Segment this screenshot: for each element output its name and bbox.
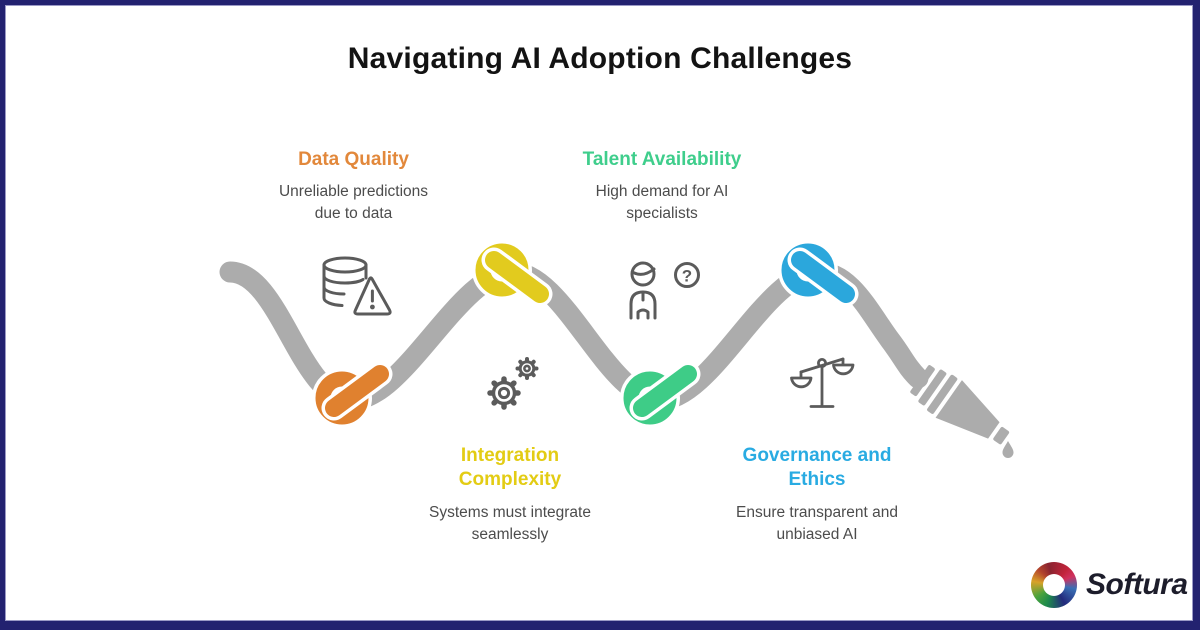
softura-swirl-icon <box>1031 562 1077 608</box>
softura-logo: Softura <box>1031 562 1188 608</box>
challenge-description: Ensure transparent and unbiased AI <box>736 503 898 543</box>
challenge-label: Talent Availability <box>582 149 742 170</box>
challenge-label: Data Quality <box>298 149 409 170</box>
person-question-icon: ? <box>629 261 700 320</box>
hose-nozzle-icon <box>910 365 1010 445</box>
talent-availability-knot <box>620 361 701 428</box>
page-title: Navigating AI Adoption Challenges <box>347 42 853 75</box>
challenge-description: High demand for AI specialists <box>595 183 729 223</box>
challenge-governance-ethics: Governance and Ethics Ensure transparent… <box>727 444 907 546</box>
scales-icon <box>790 357 855 408</box>
droplet-icon <box>1002 441 1014 458</box>
challenge-data-quality: Data Quality Unreliable predictions due … <box>266 148 441 225</box>
svg-text:?: ? <box>682 267 692 286</box>
challenge-description: Unreliable predictions due to data <box>278 183 429 223</box>
database-warning-icon <box>322 256 392 316</box>
gears-icon <box>487 357 539 410</box>
challenge-label: Governance and Ethics <box>742 445 892 491</box>
challenge-integration-complexity: Integration Complexity Systems must inte… <box>420 444 600 546</box>
integration-complexity-knot <box>472 240 553 307</box>
challenge-description: Systems must integrate seamlessly <box>429 503 591 543</box>
challenge-talent-availability: Talent Availability High demand for AI s… <box>567 148 757 225</box>
softura-wordmark: Softura <box>1086 568 1188 601</box>
governance-ethics-knot <box>778 240 859 307</box>
data-quality-knot <box>312 361 393 428</box>
challenge-label: Integration Complexity <box>458 445 562 491</box>
